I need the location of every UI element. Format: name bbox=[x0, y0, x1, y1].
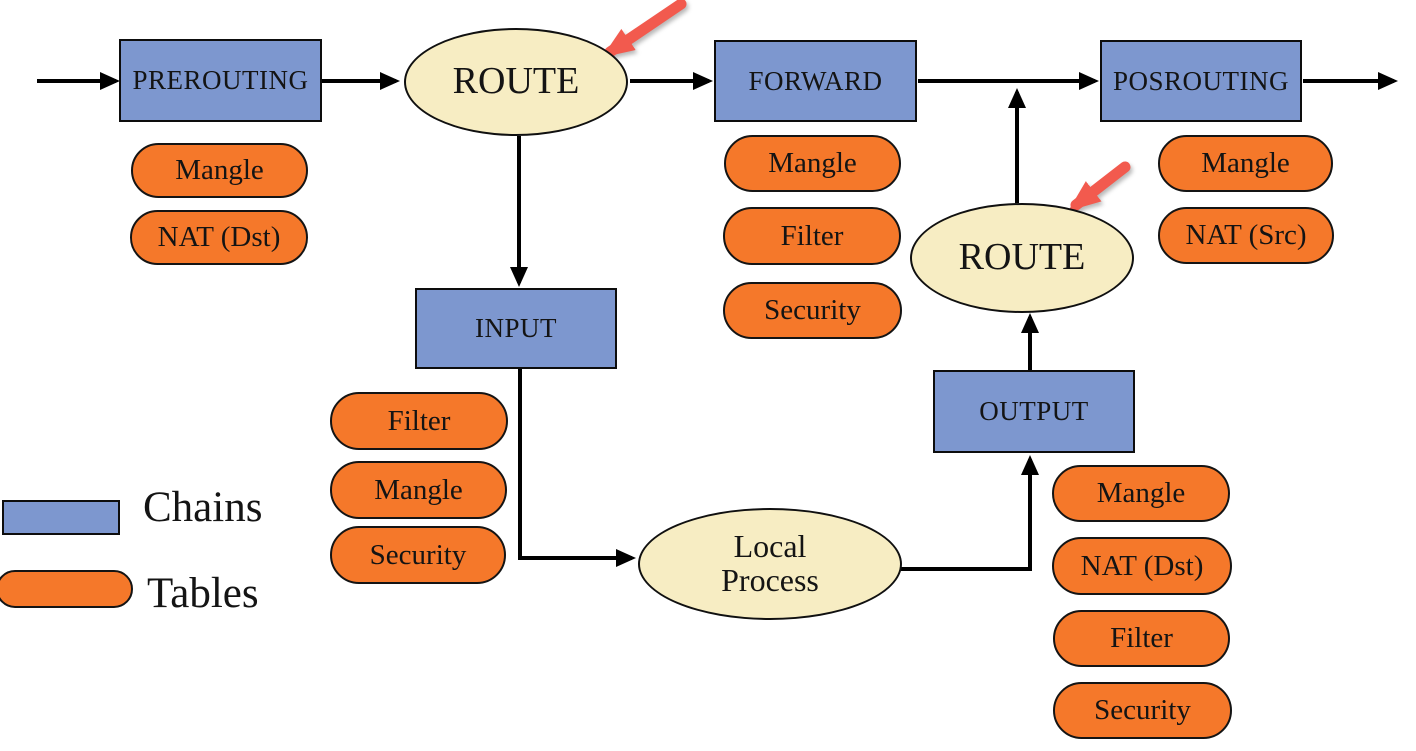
table-label: Mangle bbox=[175, 154, 264, 186]
arrow-local-process-to-output bbox=[900, 455, 1039, 571]
chain-forward-label: FORWARD bbox=[748, 65, 883, 96]
table-label: Security bbox=[764, 294, 861, 326]
table-input-mangle: Mangle bbox=[330, 461, 507, 519]
table-label: NAT (Dst) bbox=[1080, 549, 1204, 582]
decision-local-process: Local Process bbox=[638, 508, 902, 620]
decision-route2: ROUTE bbox=[910, 203, 1134, 313]
decision-route2-label: ROUTE bbox=[958, 236, 1086, 279]
annotation-arrow-route1 bbox=[602, 0, 687, 58]
legend-table-swatch bbox=[0, 570, 133, 608]
table-forward-security: Security bbox=[723, 282, 902, 339]
decision-route1-label: ROUTE bbox=[452, 60, 580, 103]
legend-tables-label: Tables bbox=[147, 570, 259, 617]
table-label: Mangle bbox=[1201, 147, 1290, 179]
table-label: Mangle bbox=[1096, 477, 1186, 509]
table-prerouting-nat-dst: NAT (Dst) bbox=[130, 210, 308, 265]
chain-input: INPUT bbox=[415, 288, 617, 369]
table-output-filter: Filter bbox=[1053, 610, 1230, 667]
legend-chain-swatch bbox=[2, 500, 120, 535]
legend-chains-label: Chains bbox=[143, 484, 263, 531]
table-label: Filter bbox=[387, 404, 451, 437]
table-label: Security bbox=[1094, 694, 1191, 726]
chain-forward: FORWARD bbox=[714, 40, 917, 122]
table-input-security: Security bbox=[330, 526, 506, 584]
table-input-filter: Filter bbox=[330, 392, 508, 450]
chain-prerouting: PREROUTING bbox=[119, 39, 322, 122]
table-forward-filter: Filter bbox=[723, 207, 901, 265]
table-prerouting-mangle: Mangle bbox=[131, 143, 308, 198]
table-label: NAT (Dst) bbox=[157, 221, 281, 253]
table-label: Filter bbox=[780, 219, 844, 252]
chain-prerouting-label: PREROUTING bbox=[132, 65, 309, 95]
table-output-mangle: Mangle bbox=[1052, 465, 1230, 522]
table-label: Filter bbox=[1110, 622, 1173, 654]
decision-route1: ROUTE bbox=[404, 28, 628, 136]
table-posrouting-nat-src: NAT (Src) bbox=[1158, 207, 1334, 264]
chain-output-label: OUTPUT bbox=[979, 396, 1089, 426]
table-forward-mangle: Mangle bbox=[724, 135, 901, 192]
table-posrouting-mangle: Mangle bbox=[1158, 135, 1333, 192]
table-output-security: Security bbox=[1053, 682, 1232, 739]
chain-output: OUTPUT bbox=[933, 370, 1135, 453]
annotation-arrow-route2 bbox=[1068, 161, 1131, 211]
local-process-label-line2: Process bbox=[721, 562, 819, 598]
table-label: Security bbox=[369, 538, 467, 571]
table-label: Mangle bbox=[768, 147, 857, 179]
table-label: NAT (Src) bbox=[1185, 219, 1307, 251]
arrow-input-to-local-process bbox=[518, 369, 636, 567]
table-label: Mangle bbox=[374, 473, 463, 506]
local-process-label-line1: Local bbox=[733, 528, 807, 565]
chain-posrouting: POSROUTING bbox=[1100, 40, 1302, 122]
chain-input-label: INPUT bbox=[475, 313, 557, 343]
table-output-nat-dst: NAT (Dst) bbox=[1052, 537, 1232, 595]
chain-posrouting-label: POSROUTING bbox=[1112, 65, 1290, 96]
